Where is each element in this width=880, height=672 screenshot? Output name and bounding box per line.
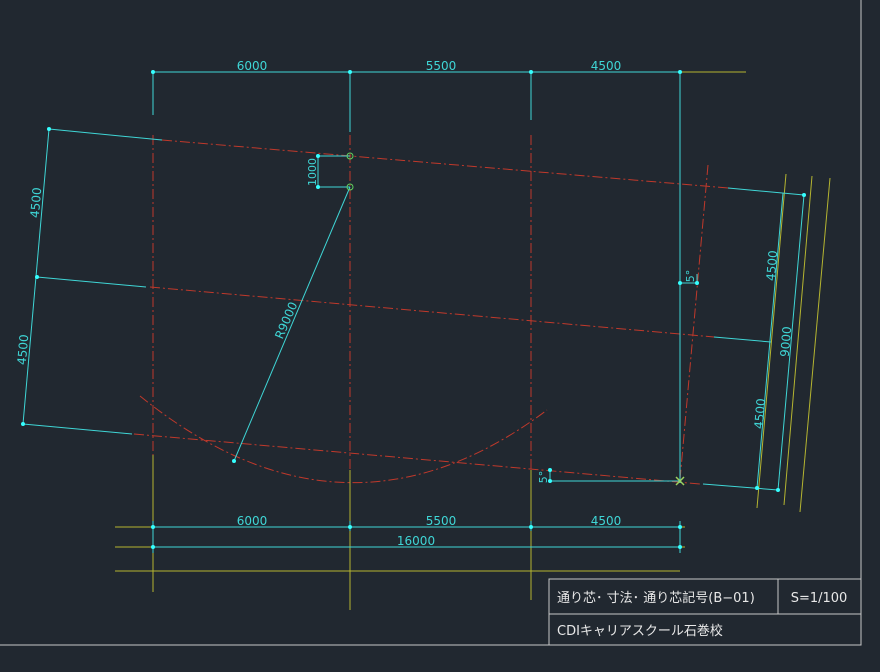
red-axis-lines	[133, 135, 729, 485]
dim-top-1: 6000	[237, 59, 268, 73]
dim-top-2: 5500	[426, 59, 457, 73]
dim-left-upper: 4500	[28, 187, 45, 219]
drawing-frame	[0, 0, 862, 646]
dim-left-lower: 4500	[15, 334, 32, 366]
organization-name: CDIキャリアスクール石巻校	[557, 623, 723, 639]
grip-points[interactable]	[21, 70, 806, 549]
drawing-scale: S=1/100	[791, 591, 848, 606]
dim-top-3: 4500	[591, 59, 622, 73]
dim-bottom-1: 6000	[237, 514, 268, 528]
dim-offset-1000: 1000	[306, 158, 319, 186]
cyan-dimension-lines	[22, 71, 805, 553]
dim-angle-upper: 5°	[684, 270, 697, 283]
dim-bottom-3: 4500	[591, 514, 622, 528]
dim-right-lower: 4500	[752, 398, 769, 430]
drawing-title: 通り芯･ 寸法･ 通り芯記号(B−01)	[557, 590, 755, 606]
dim-bottom-2: 5500	[426, 514, 457, 528]
yellow-construction-lines	[115, 71, 831, 610]
snap-markers	[346, 152, 354, 191]
dim-radius: R9000	[272, 300, 300, 341]
dim-right-upper: 4500	[764, 250, 781, 282]
dim-angle-lower: 5°	[537, 471, 550, 484]
dim-right-total: 9000	[778, 326, 795, 358]
dim-bottom-total: 16000	[397, 534, 435, 548]
title-block: 通り芯･ 寸法･ 通り芯記号(B−01) S=1/100 CDIキャリアスクール…	[548, 578, 862, 646]
dimension-texts: 6000 5500 4500 6000 5500 4500 16000 4500…	[15, 59, 795, 548]
intersection-marker	[675, 476, 685, 486]
